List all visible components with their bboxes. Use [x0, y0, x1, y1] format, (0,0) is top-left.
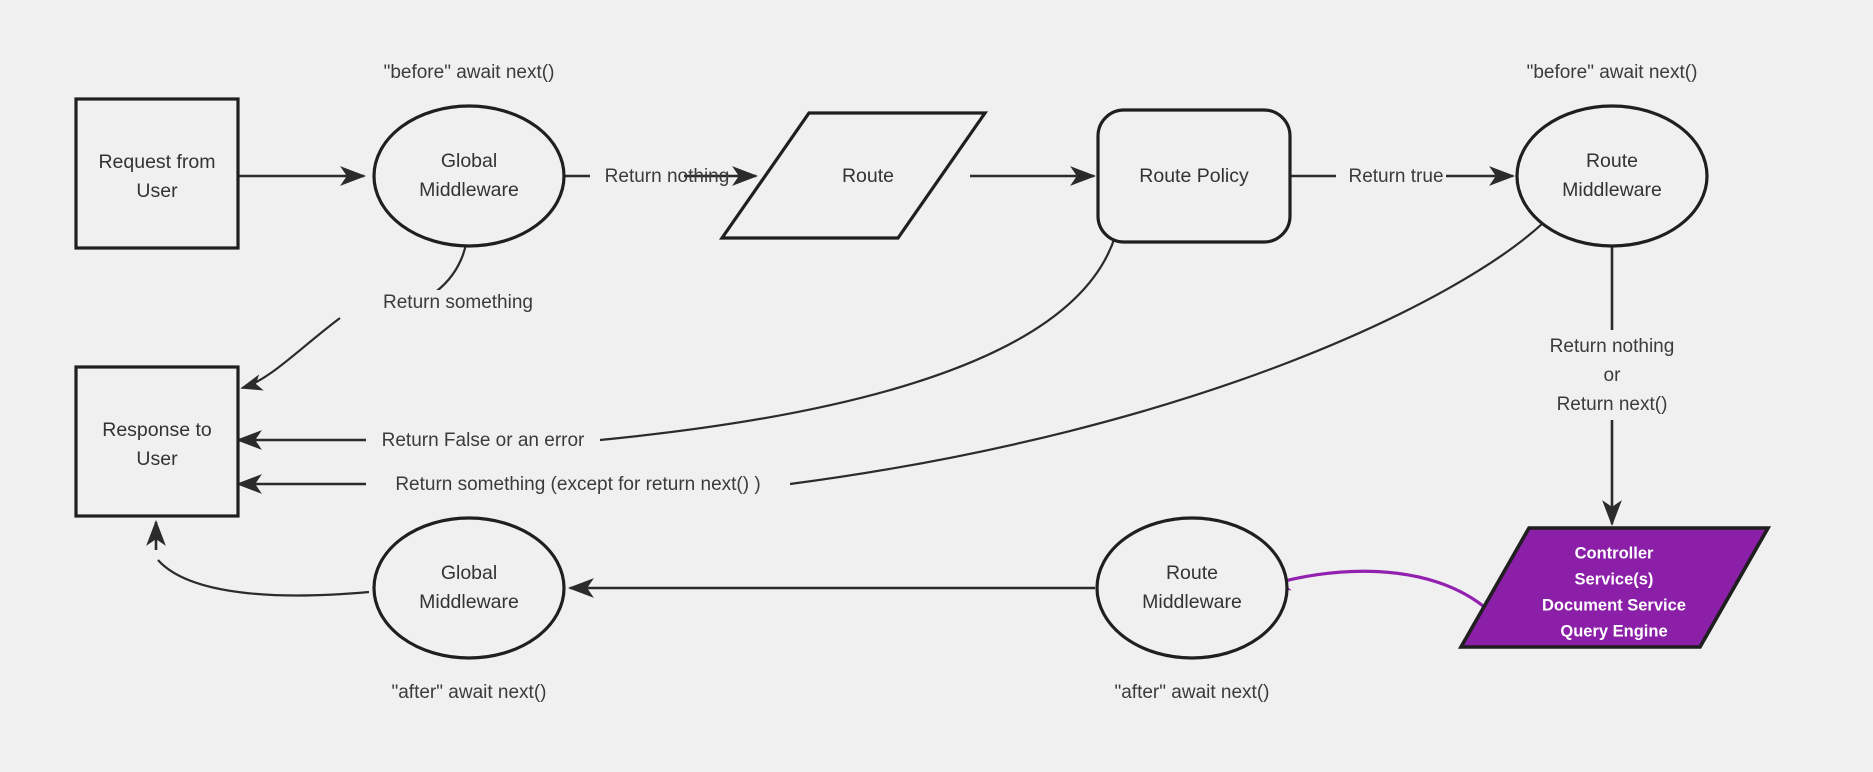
node-route-middleware-top[interactable] — [1515, 104, 1709, 248]
edge-label-return-nothing-or-next-3: Return next() — [1557, 394, 1668, 415]
node-controller-line2: Service(s) — [1575, 570, 1654, 588]
node-route[interactable] — [718, 111, 989, 240]
node-global-middleware-bottom-line1: Global — [441, 562, 497, 584]
edge-label-return-true: Return true — [1348, 166, 1443, 187]
edge-label-return-something: Return something — [383, 292, 533, 313]
node-controller-line1: Controller — [1575, 544, 1654, 562]
node-route-middleware-top-line1: Route — [1586, 150, 1638, 172]
node-route-middleware-bottom-line1: Route — [1166, 562, 1218, 584]
label-plate-return-something — [366, 290, 544, 314]
node-request-from-user-line2: User — [136, 180, 178, 202]
label-plate-return-nothing — [590, 164, 684, 188]
node-route-middleware-top-line2: Middleware — [1562, 179, 1662, 201]
node-response-to-user[interactable] — [74, 365, 240, 518]
node-controller-services[interactable] — [1457, 526, 1772, 649]
edge-label-return-something-except: Return something (except for return next… — [395, 474, 760, 495]
edge-label-return-false-or-error: Return False or an error — [382, 430, 585, 451]
node-global-middleware-top-line1: Global — [441, 150, 497, 172]
node-global-middleware-top[interactable] — [372, 104, 566, 248]
edge-label-return-nothing: Return nothing — [605, 166, 730, 187]
node-response-to-user-line1: Response to — [102, 419, 212, 441]
edge-label-return-nothing-or-next-2: or — [1604, 365, 1622, 386]
edge-return-something-except-right-curve — [789, 222, 1544, 486]
node-global-middleware-top-line2: Middleware — [419, 179, 519, 201]
node-request-from-user[interactable] — [74, 97, 240, 250]
label-plate-return-false-or-error — [366, 428, 600, 452]
edge-return-something-to-response — [240, 317, 341, 391]
annotation-before-await-next-route: "before" await next() — [1527, 62, 1698, 83]
node-route-policy[interactable] — [1096, 108, 1292, 244]
node-controller-line4: Query Engine — [1560, 622, 1667, 640]
node-route-policy-label: Route Policy — [1139, 165, 1249, 187]
node-response-to-user-line2: User — [136, 448, 178, 470]
annotation-after-await-next-route: "after" await next() — [1115, 682, 1270, 703]
annotation-before-await-next-global: "before" await next() — [384, 62, 555, 83]
node-route-middleware-bottom[interactable] — [1095, 516, 1289, 660]
label-plate-return-something-except — [366, 472, 790, 496]
node-global-middleware-bottom-line2: Middleware — [419, 591, 519, 613]
node-route-middleware-bottom-line2: Middleware — [1142, 591, 1242, 613]
annotation-after-await-next-global: "after" await next() — [392, 682, 547, 703]
edge-global-middleware-bottom-curve — [157, 559, 370, 597]
label-plate-return-nothing-or-next — [1535, 332, 1693, 420]
edge-controller-to-route-middleware-bottom — [1257, 567, 1490, 612]
node-controller-line3: Document Service — [1542, 596, 1686, 614]
node-route-label: Route — [842, 165, 894, 187]
edge-return-false-right-curve — [599, 214, 1122, 442]
node-request-from-user-line1: Request from — [98, 151, 215, 173]
edge-label-return-nothing-or-next-1: Return nothing — [1550, 336, 1675, 357]
node-global-middleware-bottom[interactable] — [372, 516, 566, 660]
label-plate-return-true — [1336, 164, 1446, 188]
